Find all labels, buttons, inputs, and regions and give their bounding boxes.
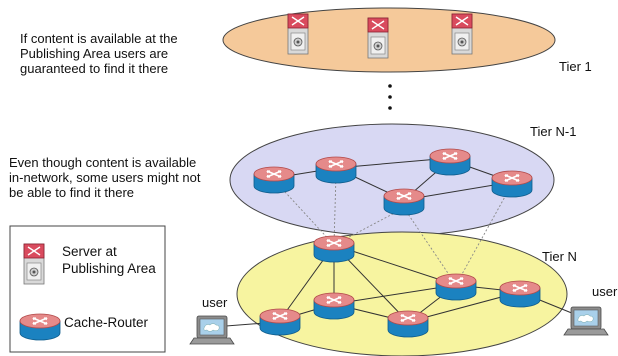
middle-note-line: be able to find it there [9, 185, 134, 200]
legend-router-label: Cache-Router [64, 315, 149, 330]
legend-router-icon [19, 313, 61, 341]
tier-n-minus-1-label: Tier N-1 [530, 124, 576, 139]
tier-1-area [222, 7, 556, 73]
tier-1-label: Tier 1 [559, 59, 592, 74]
user-label-left: user [202, 295, 228, 310]
user-computer-icon [189, 315, 235, 345]
legend-server-label: Publishing Area [62, 261, 156, 276]
cache-router [259, 308, 301, 336]
cache-router [387, 310, 429, 338]
middle-note-line: Even though content is available [9, 155, 196, 170]
publishing-server-2 [367, 17, 389, 59]
cache-router [491, 170, 533, 198]
top-note-line: Publishing Area users are [20, 46, 168, 61]
cache-router [313, 235, 355, 263]
user-computer-icon [563, 306, 609, 336]
tier-n-label: Tier N [542, 249, 577, 264]
cache-router [383, 188, 425, 216]
cache-router [429, 148, 471, 176]
legend: Server at Publishing Area Cache-Router [9, 225, 166, 353]
cache-router [315, 156, 357, 184]
middle-note: Even though content is available in-netw… [9, 155, 201, 200]
cache-router [499, 280, 541, 308]
top-note-line: If content is available at the [20, 31, 178, 46]
legend-server-label: Server at [62, 244, 117, 259]
top-note: If content is available at the Publishin… [20, 31, 178, 76]
cache-router [253, 166, 295, 194]
cache-router [313, 292, 355, 320]
top-note-line: guaranteed to find it there [20, 61, 168, 76]
user-label-right: user [592, 284, 618, 299]
publishing-server-1 [287, 13, 309, 55]
publishing-server-3 [451, 13, 473, 55]
tier-n-area [236, 231, 568, 356]
continuation-dots [388, 84, 392, 110]
legend-server-icon [23, 243, 45, 285]
cache-router [435, 273, 477, 301]
middle-note-line: in-network, some users might not [9, 170, 201, 185]
